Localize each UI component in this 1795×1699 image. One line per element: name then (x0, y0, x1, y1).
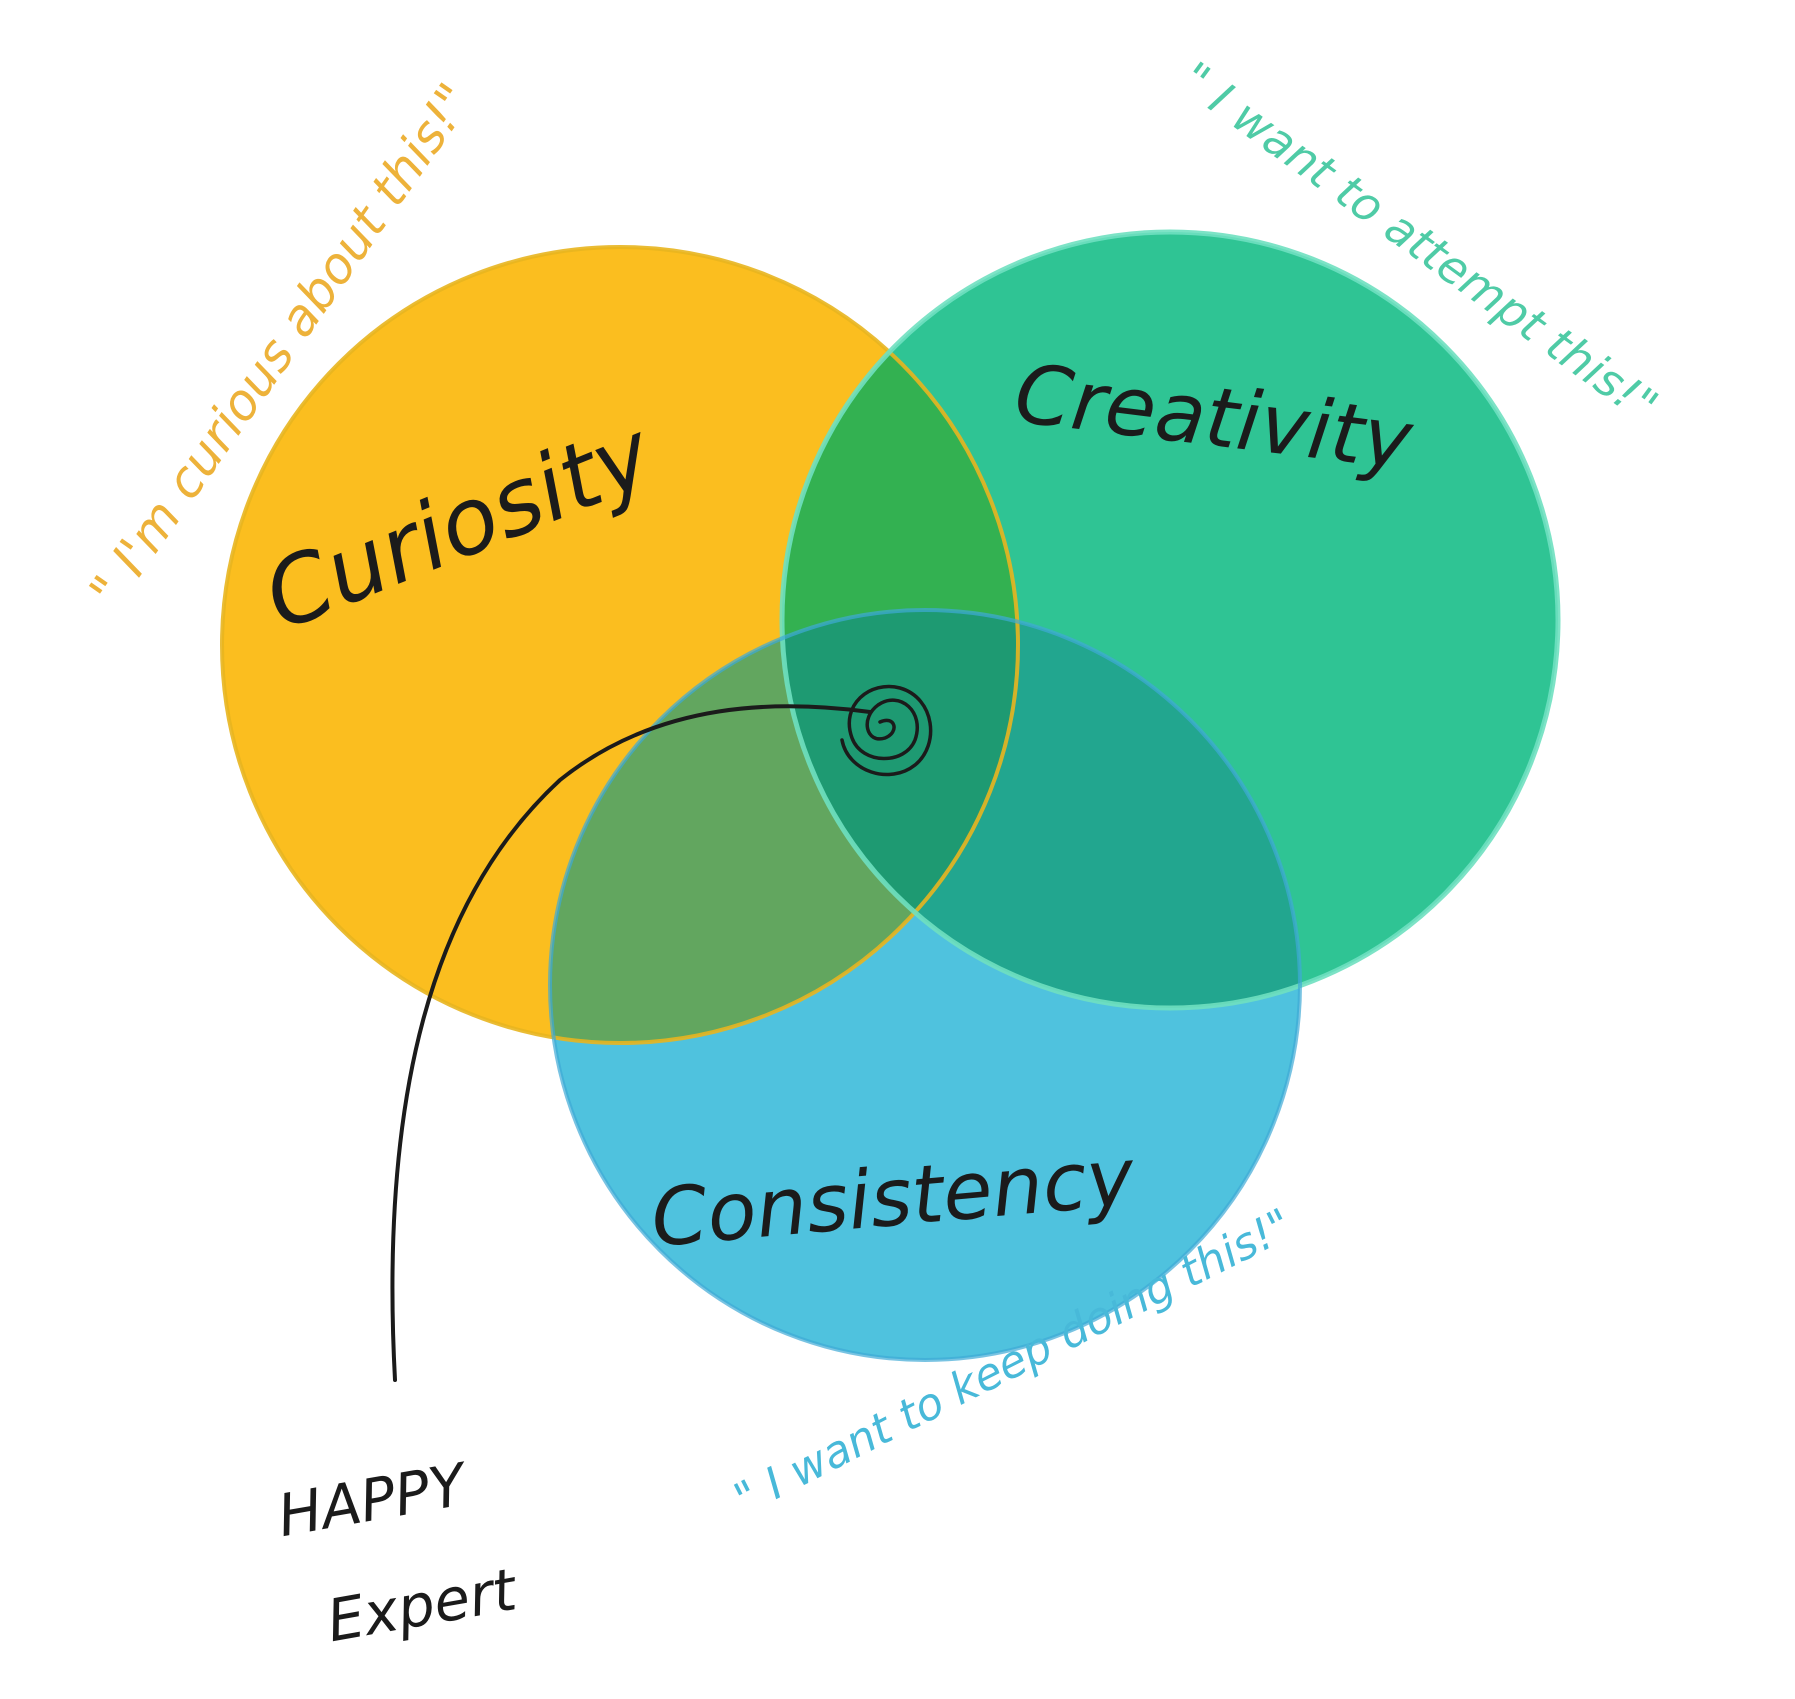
curiosity-outline (220, 245, 1020, 1045)
creativity-outline (779, 229, 1561, 1011)
consistency-outline (548, 608, 1302, 1362)
happy-label: HAPPY (273, 1450, 475, 1551)
expert-label: Expert (322, 1555, 523, 1655)
pointer-line (390, 704, 872, 1382)
center-spiral (840, 684, 933, 777)
